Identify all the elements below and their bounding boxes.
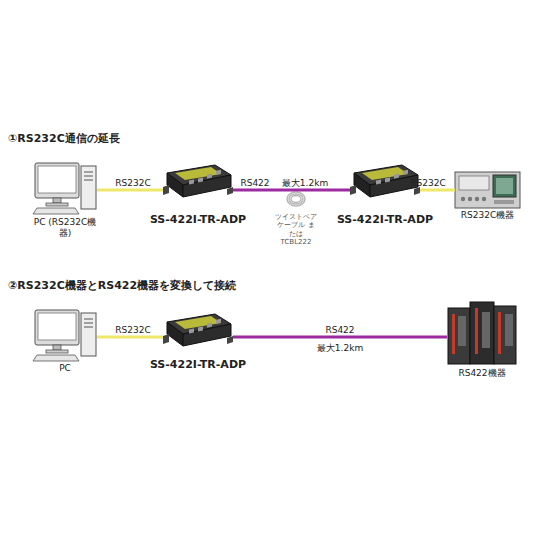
- signal-label: RS232C: [115, 178, 150, 189]
- section-heading: ①RS232C通信の延長: [8, 132, 120, 145]
- cable-line: [97, 336, 163, 339]
- node-label: RS232C機器: [443, 210, 533, 221]
- distance-note: 最大1.2km: [282, 178, 328, 189]
- cable-line: [97, 189, 163, 192]
- cable-line: [233, 336, 447, 339]
- section-heading: ②RS232C機器とRS422機器を変換して接続: [8, 279, 236, 292]
- converter-device: SS-422I-TR-ADP: [163, 165, 233, 199]
- node-label: SS-422I-TR-ADP: [143, 358, 253, 372]
- node-label: RS422機器: [442, 368, 522, 379]
- node-label: SS-422I-TR-ADP: [143, 213, 253, 227]
- converter-device: SS-422I-TR-ADP: [163, 312, 233, 346]
- pc-terminal: PC (RS232C機器): [33, 165, 97, 213]
- signal-label: RS422: [240, 178, 269, 189]
- distance-note: 最大1.2km: [317, 343, 363, 354]
- rs422-equipment: RS422機器: [447, 301, 517, 364]
- signal-label: RS232C: [410, 178, 445, 189]
- rs232c-equipment: RS232C機器: [455, 172, 520, 208]
- pc-terminal: PC: [33, 312, 97, 360]
- signal-label: RS422: [325, 325, 354, 336]
- node-label: PC (RS232C機器): [29, 217, 101, 240]
- converter-device: SS-422I-TR-ADP: [350, 165, 420, 199]
- cable-note: ツイストペア ケーブル または TCBL222: [274, 213, 318, 247]
- cable-line: [233, 189, 350, 192]
- node-label: PC: [35, 363, 95, 374]
- signal-label: RS232C: [115, 325, 150, 336]
- cable-line: [420, 189, 455, 192]
- node-label: SS-422I-TR-ADP: [330, 213, 440, 227]
